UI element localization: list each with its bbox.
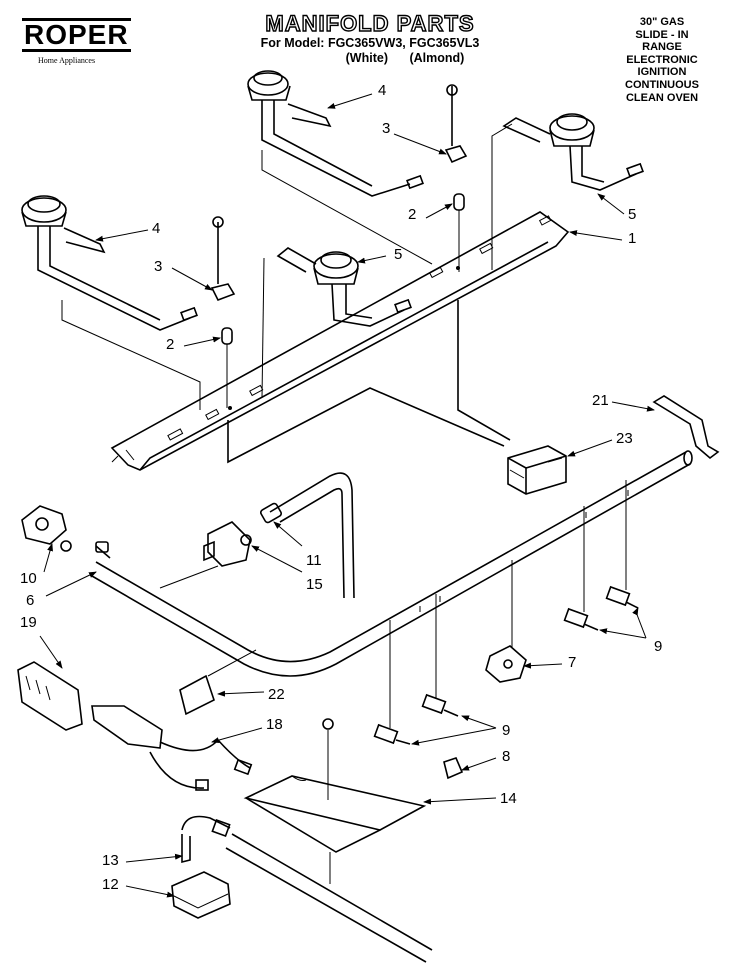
burner-rear-left — [247, 70, 424, 197]
variant-almond: (Almond) — [409, 51, 465, 65]
brand-tagline: Home Appliances — [38, 56, 96, 65]
valve-right-lower — [563, 506, 599, 631]
brand-name: ROPER — [22, 18, 131, 52]
wire-harness — [91, 705, 253, 791]
desc-line: CLEAN OVEN — [625, 91, 699, 104]
brand-logo: ROPER Home Appliances — [22, 18, 140, 65]
callout-14: 14 — [500, 790, 517, 807]
callout-11: 11 — [306, 552, 322, 569]
callout-arrows — [39, 93, 655, 898]
callout-6: 6 — [26, 592, 35, 609]
bracket-right — [652, 395, 720, 460]
callout-4-left: 4 — [152, 220, 161, 237]
callout-2-left: 2 — [166, 336, 175, 353]
burner-rear-right — [502, 113, 644, 191]
callout-3-top: 3 — [382, 120, 391, 137]
terminal-block — [17, 661, 83, 731]
manifold-bracket — [110, 211, 570, 471]
desc-line: 30" GAS — [639, 16, 685, 28]
callout-1: 1 — [628, 230, 637, 247]
callout-9-right: 9 — [654, 638, 663, 655]
valve-right-upper — [605, 480, 639, 609]
desc-line: IGNITION — [637, 66, 687, 79]
callout-22: 22 — [268, 686, 285, 703]
heat-shield — [243, 718, 427, 884]
fitting-eight — [443, 757, 464, 780]
callout-10: 10 — [20, 570, 37, 587]
fitting — [260, 502, 282, 524]
flex-gas-line — [269, 472, 355, 599]
spark-module — [507, 445, 567, 495]
desc-line: ELECTRONIC — [626, 53, 698, 66]
burner-center — [276, 247, 412, 327]
valve-center-lower — [373, 620, 411, 745]
title-block: MANIFOLD PARTS For Model: FGC365VW3, FGC… — [240, 11, 500, 66]
callout-15: 15 — [306, 576, 323, 593]
callout-4-top: 4 — [378, 82, 387, 99]
electrode-left — [221, 327, 233, 408]
electrode-right — [453, 193, 465, 272]
product-description: 30" GAS SLIDE - IN RANGE ELECTRONIC IGNI… — [612, 16, 712, 104]
callout-18: 18 — [266, 716, 283, 733]
valve-seven — [485, 560, 527, 683]
callout-5-right: 5 — [628, 206, 637, 223]
callout-2-right: 2 — [408, 206, 417, 223]
bracket-twenty-two — [179, 649, 257, 716]
page-title: MANIFOLD PARTS — [265, 11, 475, 36]
callout-5-center: 5 — [394, 246, 403, 263]
callout-13: 13 — [102, 852, 119, 869]
callout-9-center: 9 — [502, 722, 511, 739]
callout-12: 12 — [102, 876, 119, 893]
desc-line: CONTINUOUS — [625, 78, 699, 91]
callout-21: 21 — [592, 392, 609, 409]
callout-23: 23 — [616, 430, 633, 447]
callout-8: 8 — [502, 748, 511, 765]
variant-line: (White) (Almond) — [240, 51, 500, 66]
screw-bracket-right — [444, 84, 468, 164]
callout-19: 19 — [20, 614, 37, 631]
manifold-pipe — [91, 450, 693, 677]
pressure-regulator — [21, 505, 111, 559]
burner-base — [171, 833, 433, 963]
callout-7: 7 — [568, 654, 577, 671]
screw-bracket-left — [210, 216, 236, 302]
callout-3-left: 3 — [154, 258, 163, 275]
orifice-holder — [181, 815, 231, 864]
model-line: For Model: FGC365VW3, FGC365VL3 — [260, 36, 480, 50]
desc-line: RANGE — [642, 41, 682, 54]
burner-front-left — [21, 195, 198, 331]
solenoid-valve — [159, 521, 252, 589]
variant-white: (White) — [345, 51, 388, 65]
valve-center-upper — [421, 594, 459, 717]
desc-line: SLIDE - IN — [635, 28, 689, 41]
